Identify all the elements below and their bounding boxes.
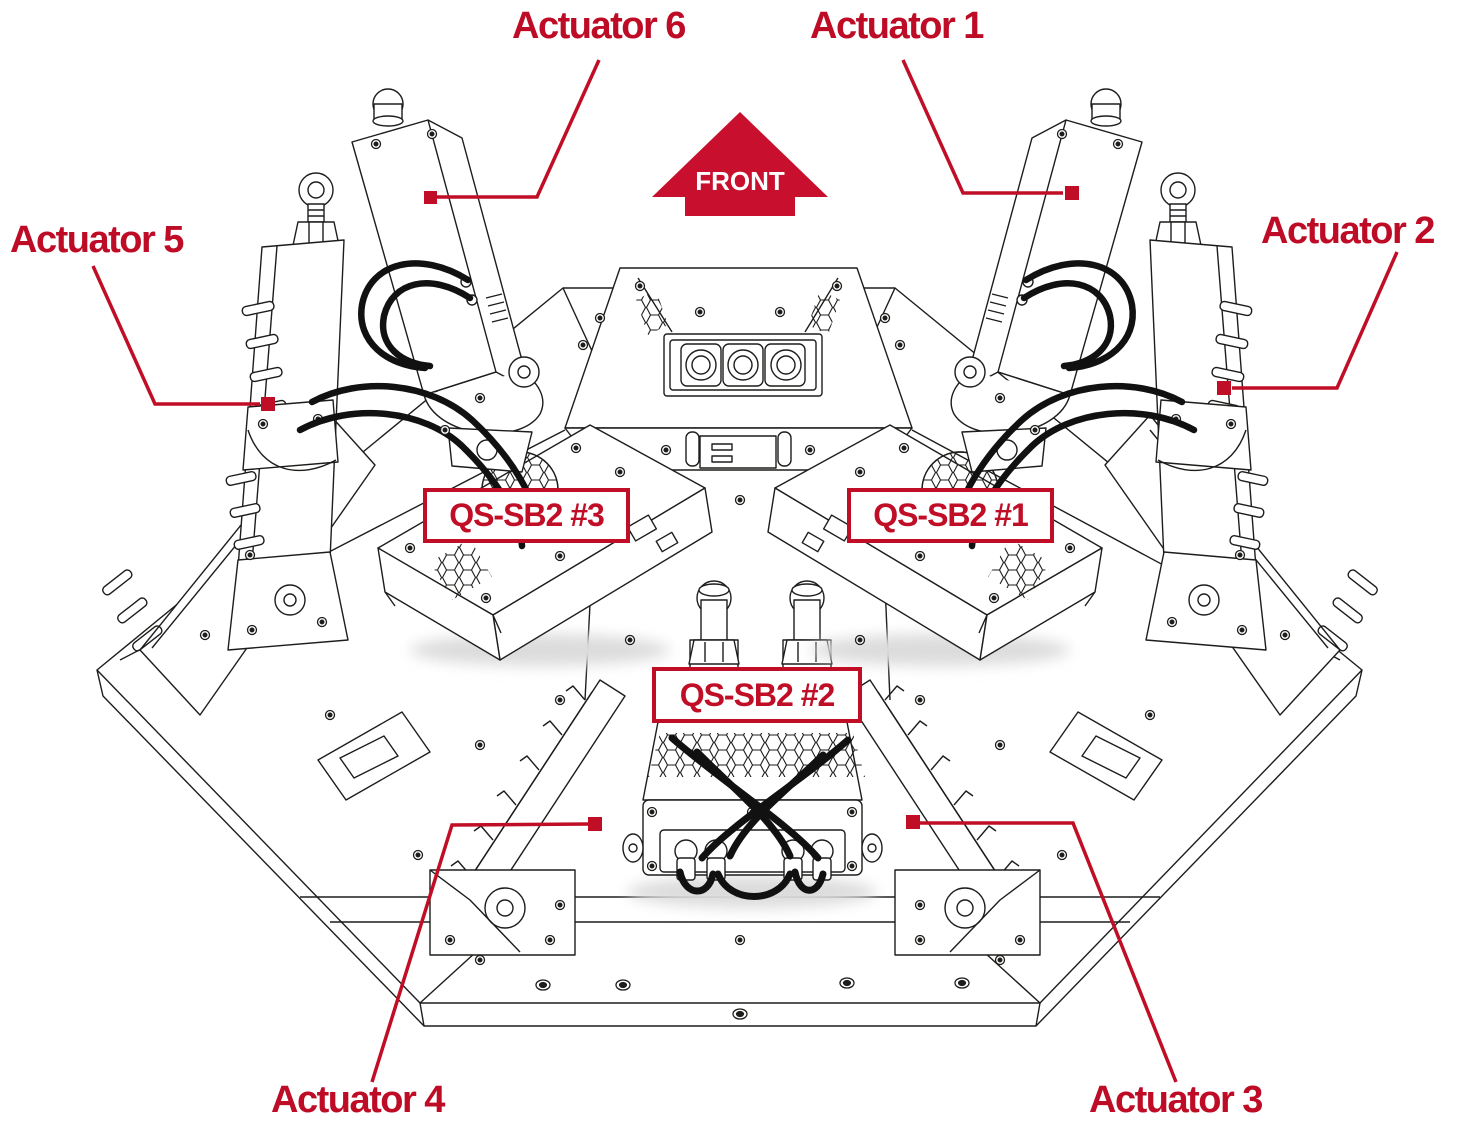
label-actuator-6: Actuator 6 (512, 5, 686, 47)
front-arrow-label: FRONT (695, 166, 785, 196)
actuator-4-rail (429, 679, 626, 956)
label-actuator-5: Actuator 5 (10, 219, 184, 261)
label-actuator-4: Actuator 4 (271, 1079, 445, 1121)
leader-actuator-5 (91, 265, 275, 411)
callout-box-qs-sb2-3: QS-SB2 #3 (423, 488, 630, 543)
label-actuator-1: Actuator 1 (810, 5, 984, 47)
actuator-6-body (351, 88, 544, 473)
leader-lines (91, 59, 1399, 1083)
label-actuator-2: Actuator 2 (1261, 210, 1435, 252)
leader-actuator-1 (901, 59, 1079, 200)
leader-actuator-2 (1217, 251, 1399, 395)
front-direction-marker: FRONT (652, 112, 828, 216)
actuator-2-body (1146, 173, 1269, 650)
leader-actuator-4 (370, 817, 602, 1083)
leader-actuator-6 (424, 59, 601, 204)
control-box-2-drawing (622, 721, 883, 908)
actuator-5-body (225, 172, 349, 651)
callout-box-qs-sb2-2: QS-SB2 #2 (652, 667, 862, 723)
leader-actuator-3 (906, 815, 1178, 1083)
callout-box-qs-sb2-1: QS-SB2 #1 (847, 488, 1054, 543)
power-cables-center (668, 734, 852, 900)
front-arrow (652, 112, 828, 216)
label-actuator-3: Actuator 3 (1089, 1079, 1263, 1121)
